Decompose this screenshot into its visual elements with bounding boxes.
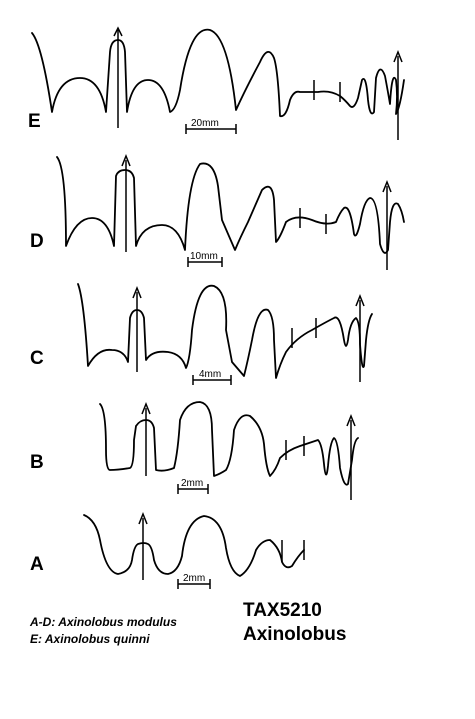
- suture-line-e: [31, 28, 405, 118]
- arrow-head-b-left: [141, 401, 151, 415]
- legend-line-2: E: Axinolobus quinni: [30, 632, 150, 646]
- arrow-head-d-right: [382, 179, 392, 193]
- suture-line-a: [83, 514, 305, 577]
- suture-row-a: A 2mm: [30, 511, 305, 589]
- title-code: TAX5210: [243, 600, 322, 621]
- arrow-head-c-left: [132, 285, 142, 299]
- row-label-a: A: [30, 554, 44, 575]
- scale-label-d: 10mm: [190, 251, 218, 262]
- row-label-d: D: [30, 231, 44, 252]
- arrow-head-e-left: [113, 26, 123, 37]
- suture-line-b: [99, 401, 359, 486]
- scale-label-b: 2mm: [181, 478, 203, 489]
- scale-label-e: 20mm: [191, 118, 219, 129]
- title-block: TAX5210 Axinolobus: [243, 600, 346, 645]
- suture-row-d: D 10mm: [30, 153, 405, 270]
- arrow-head-a-left: [138, 511, 148, 525]
- scale-bar-b: 2mm: [177, 478, 209, 494]
- arrow-head-e-right: [393, 49, 403, 63]
- suture-line-c: [77, 283, 373, 379]
- legend: A-D: Axinolobus modulus E: Axinolobus qu…: [29, 615, 177, 646]
- title-genus: Axinolobus: [243, 624, 346, 645]
- arrow-head-c-right: [355, 293, 365, 307]
- suture-row-c: C 4mm: [30, 283, 373, 385]
- scale-label-c: 4mm: [199, 369, 221, 380]
- suture-row-b: B 2mm: [30, 401, 359, 500]
- arrow-head-d-left: [121, 153, 131, 167]
- scale-bar-e: 20mm: [185, 118, 237, 134]
- scale-bar-c: 4mm: [192, 369, 232, 385]
- row-label-b: B: [30, 452, 44, 473]
- row-label-c: C: [30, 348, 44, 369]
- suture-line-d: [56, 156, 405, 254]
- scale-bar-a: 2mm: [177, 573, 211, 589]
- row-label-e: E: [28, 111, 41, 132]
- legend-line-1: A-D: Axinolobus modulus: [29, 615, 177, 629]
- arrow-head-b-right: [346, 413, 356, 427]
- suture-row-e: E 20mm: [28, 26, 405, 140]
- scale-bar-d: 10mm: [187, 251, 223, 267]
- scale-label-a: 2mm: [183, 573, 205, 584]
